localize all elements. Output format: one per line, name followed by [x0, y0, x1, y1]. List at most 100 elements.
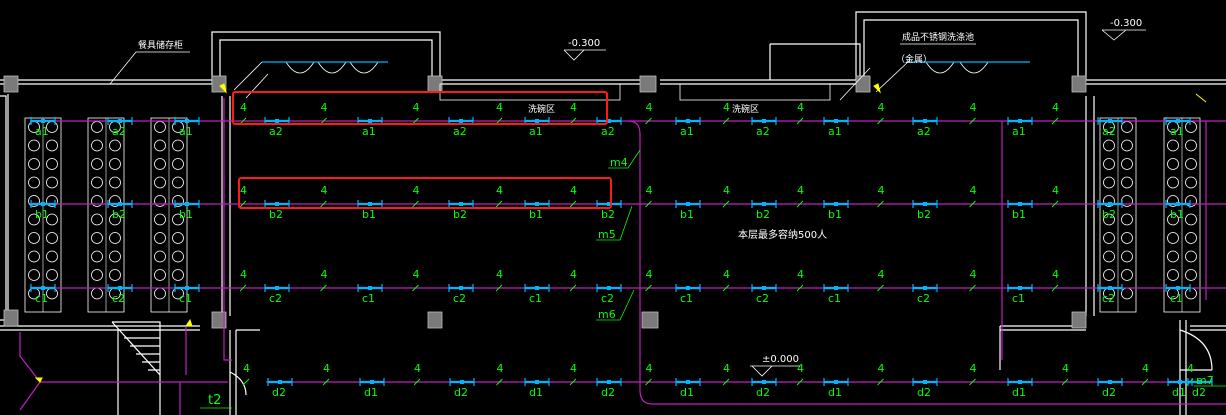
chair — [109, 176, 121, 189]
fixture-label: a1 — [680, 125, 694, 138]
chair — [1167, 213, 1179, 226]
chair — [1185, 250, 1197, 263]
chair — [1103, 250, 1115, 263]
wash-area-right-label: 洗碗区 — [732, 103, 759, 115]
chair — [154, 195, 166, 207]
chair — [91, 250, 103, 263]
storage-room-label: 餐具储存柜 — [138, 39, 183, 51]
bay-fixture-label: a1 — [35, 125, 49, 138]
fixture-label: d1 — [364, 386, 378, 399]
cable-count: 4 — [723, 268, 730, 281]
chair — [1121, 121, 1133, 133]
fixture-label: b1 — [828, 208, 842, 221]
circuit-tags: m4 m5 m6 m7 t2 — [200, 149, 1226, 409]
chair — [28, 232, 40, 244]
cable-count: 4 — [646, 362, 653, 375]
floor-level-marker: ±0.000 — [762, 354, 799, 365]
cable-count: 4 — [797, 362, 804, 375]
cable-count: 4 — [240, 101, 247, 114]
fixture-label: a1 — [362, 125, 376, 138]
fixture-label: b2 — [453, 208, 467, 221]
cable-count: 4 — [970, 184, 977, 197]
fixture-label: c1 — [680, 292, 693, 305]
chair — [172, 139, 184, 152]
bay-fixture-label: a1 — [179, 125, 193, 138]
circuit-tag-m7: m7 — [1196, 374, 1214, 387]
cable-count: 4 — [413, 101, 420, 114]
chair — [1103, 213, 1115, 226]
chair — [28, 176, 40, 189]
bay-fixture-label: c1 — [35, 292, 48, 305]
fixture-label: c1 — [362, 292, 375, 305]
bay-fixture-label: a2 — [112, 125, 126, 138]
cable-count: 4 — [243, 362, 250, 375]
chair — [172, 158, 184, 170]
highlight-row-b — [238, 177, 612, 209]
bay-fixture-label: a2 — [1102, 125, 1116, 138]
fixture-label: d2 — [1102, 386, 1116, 399]
fixture-label: c1 — [1012, 292, 1025, 305]
fixture-label: d2 — [454, 386, 468, 399]
chair — [1103, 139, 1115, 152]
cable-count: 4 — [570, 101, 577, 114]
chair — [154, 232, 166, 244]
sink-note-label: 成品不锈钢洗涤池 — [902, 31, 974, 43]
level-marker-top-right: -0.300 — [1110, 18, 1142, 29]
chair — [1185, 287, 1197, 300]
cable-count: 4 — [646, 101, 653, 114]
highlight-row-a — [232, 91, 608, 125]
chair — [28, 269, 40, 281]
cable-count: 4 — [321, 268, 328, 281]
chair — [109, 213, 121, 226]
cable-count: 4 — [797, 268, 804, 281]
fixture-label: d1 — [680, 386, 694, 399]
chair — [91, 158, 103, 170]
cable-count: 4 — [878, 184, 885, 197]
chair — [1121, 232, 1133, 244]
cable-count: 4 — [1052, 184, 1059, 197]
chair — [1103, 232, 1115, 244]
cable-count: 4 — [646, 184, 653, 197]
chair — [154, 250, 166, 263]
chair — [1185, 139, 1197, 152]
bay-fixture-label: c1 — [179, 292, 192, 305]
cable-count: 4 — [321, 184, 328, 197]
sink-fixtures — [285, 61, 989, 101]
fixture-label: b2 — [756, 208, 770, 221]
chair — [172, 213, 184, 226]
fixture-label: b2 — [917, 208, 931, 221]
chair — [1167, 158, 1179, 170]
cable-count: 4 — [878, 101, 885, 114]
chair — [154, 139, 166, 152]
chair — [1121, 139, 1133, 152]
cable-count: 4 — [414, 362, 421, 375]
chair — [1167, 139, 1179, 152]
chair — [91, 213, 103, 226]
chair — [1167, 195, 1179, 207]
cable-count: 4 — [321, 101, 328, 114]
chair — [109, 250, 121, 263]
bay-fixture-label: c1 — [1170, 292, 1183, 305]
chair — [154, 158, 166, 170]
cable-count: 4 — [413, 268, 420, 281]
chair — [1185, 121, 1197, 133]
chair — [172, 176, 184, 189]
cable-count: 4 — [878, 268, 885, 281]
fixture-label: a1 — [828, 125, 842, 138]
chair — [154, 287, 166, 300]
circuit-tag-m6: m6 — [598, 308, 616, 321]
cable-count: 4 — [970, 362, 977, 375]
capacity-note: 本层最多容纳500人 — [738, 228, 827, 241]
chair — [109, 232, 121, 244]
fixture-label: b1 — [529, 208, 543, 221]
cable-count: 4 — [797, 184, 804, 197]
fixture-label: a1 — [529, 125, 543, 138]
cable-count: 4 — [240, 268, 247, 281]
highlight-boxes — [232, 91, 612, 209]
fixture-label: d1 — [1172, 386, 1186, 399]
cable-count: 4 — [1052, 101, 1059, 114]
chair — [1185, 195, 1197, 207]
